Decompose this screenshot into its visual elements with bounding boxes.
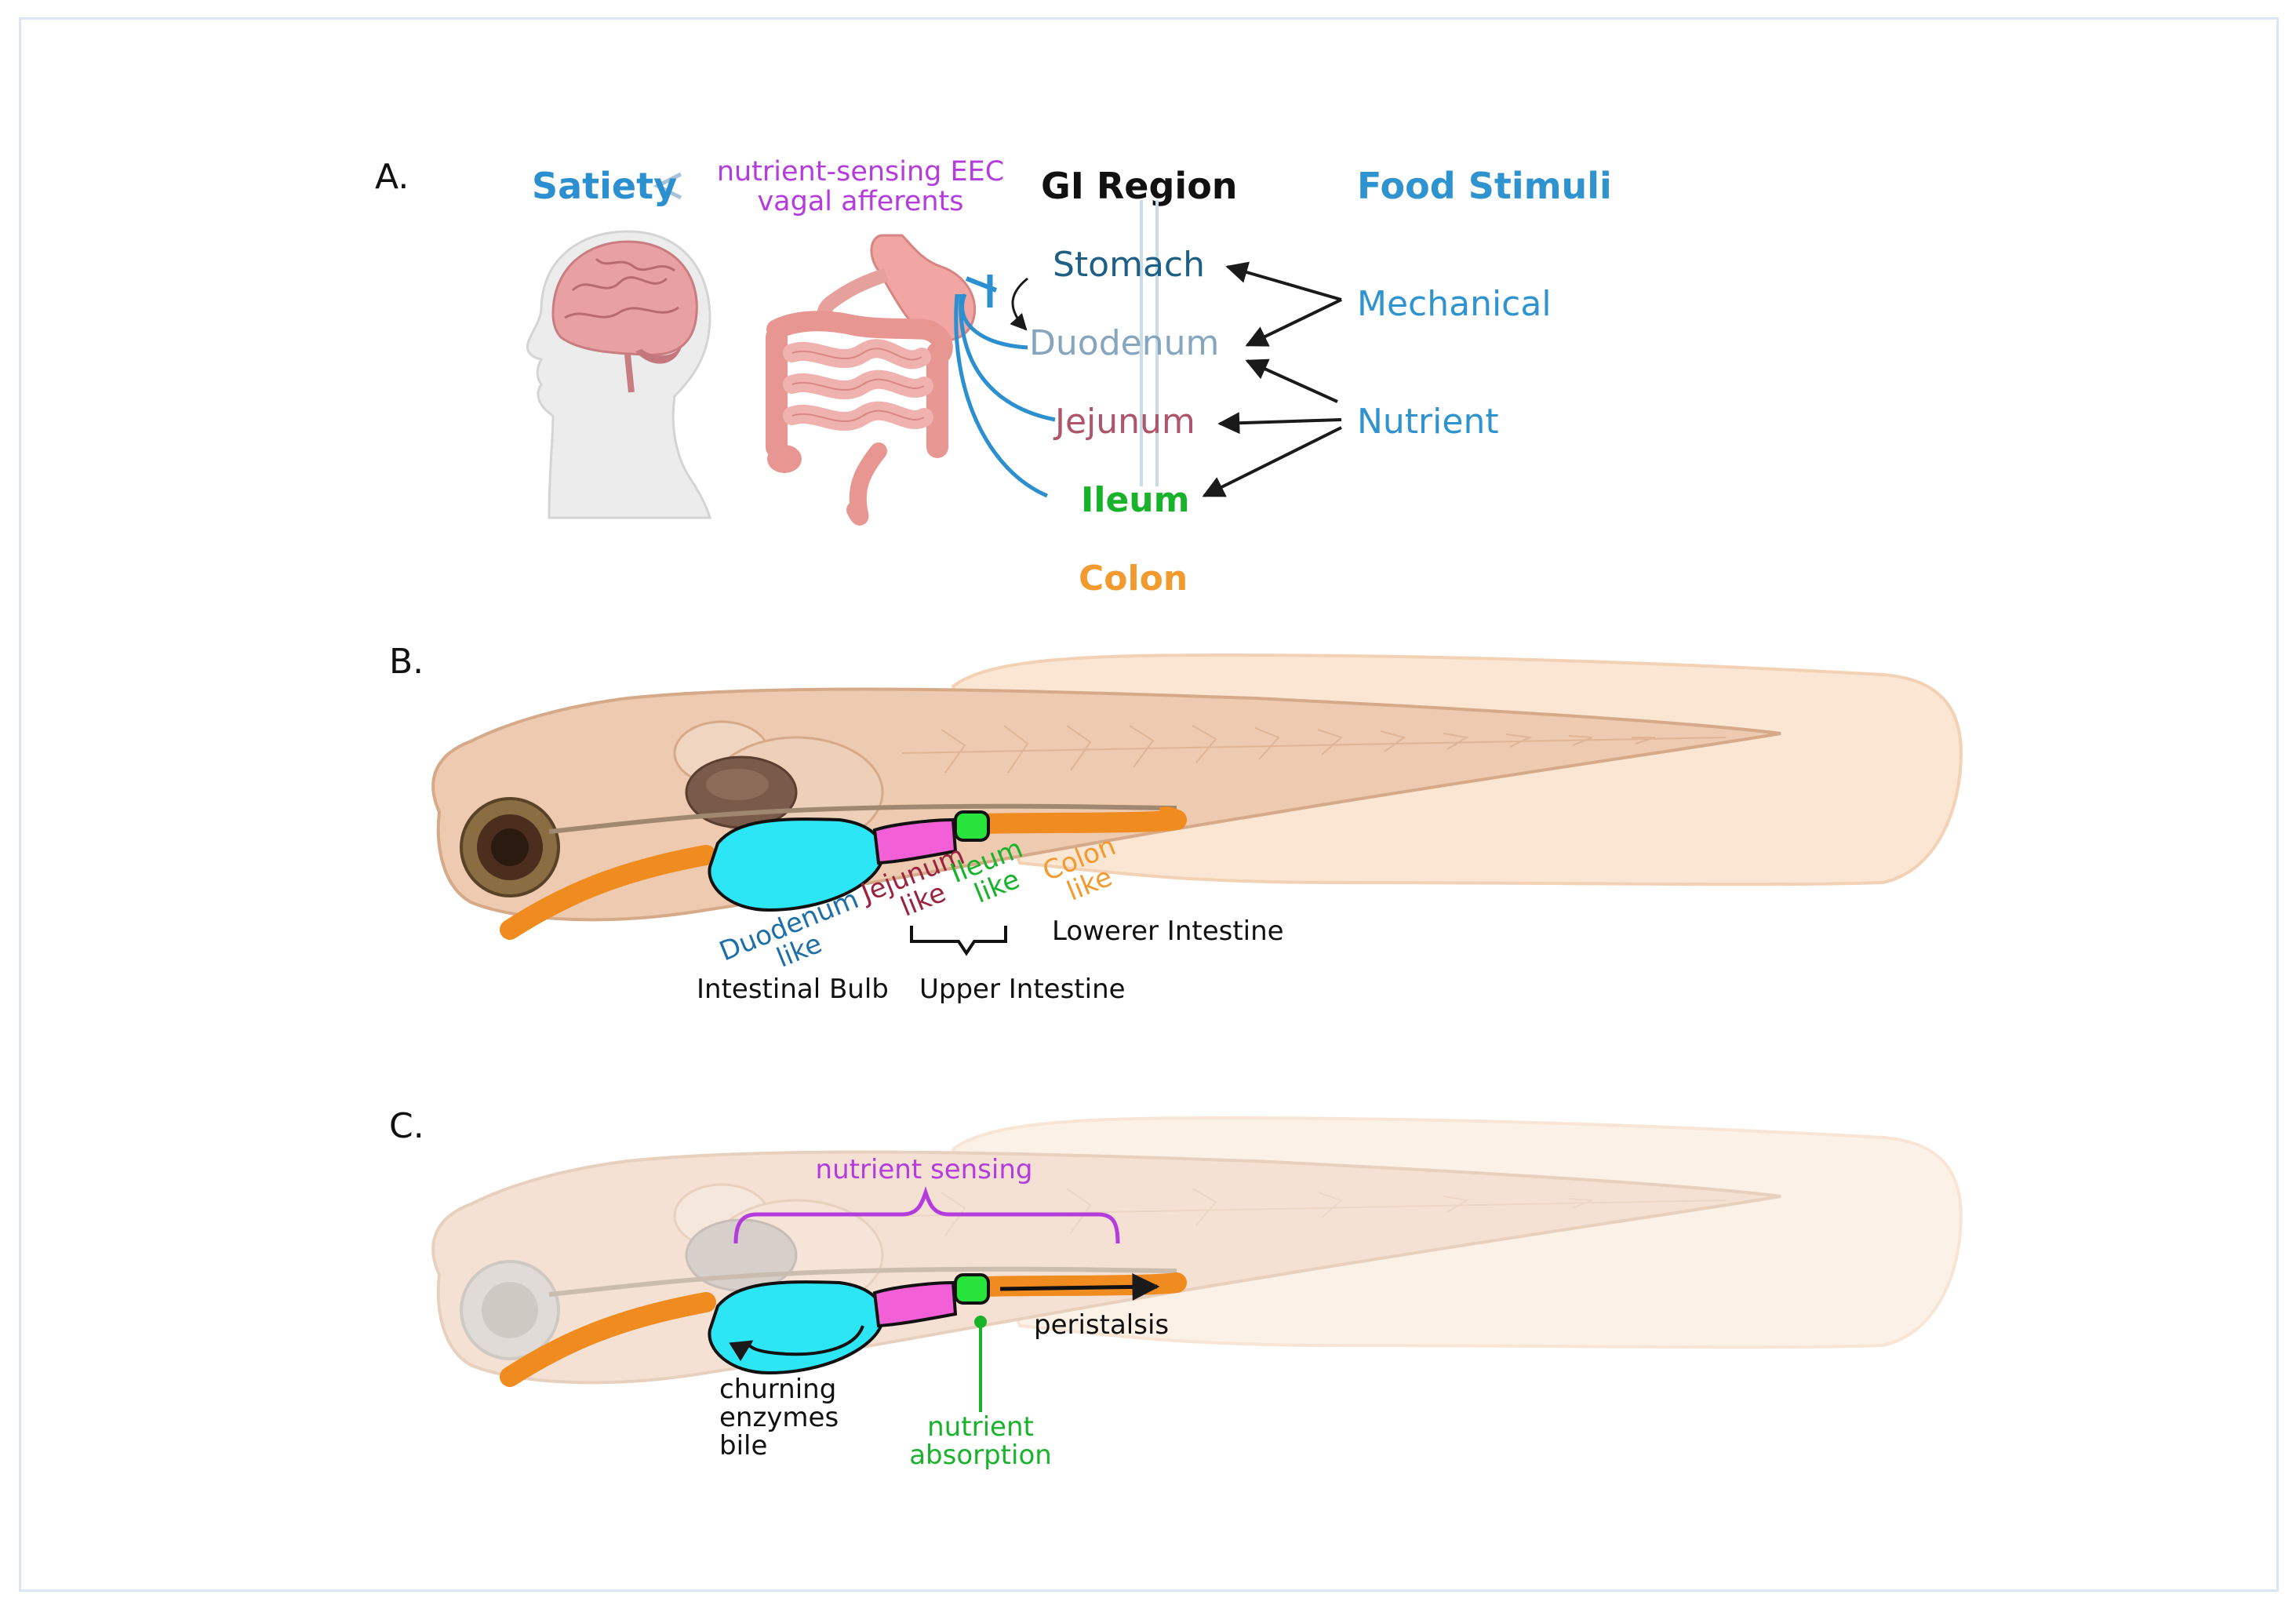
panel-a-label: A.	[375, 157, 409, 197]
nutrient-sensing-label: nutrient sensing	[816, 1154, 1033, 1185]
stomach-label: Stomach	[1053, 245, 1205, 285]
food-stimuli-label: Food Stimuli	[1357, 165, 1612, 207]
panel-b-label: B.	[389, 642, 424, 682]
ileum-label: Ileum	[1081, 480, 1189, 520]
stomach-to-duodenum-arrow	[1010, 277, 1028, 331]
mechanical-to-stomach-arrow	[1225, 261, 1342, 301]
signal-arrowhead	[653, 172, 682, 200]
stimulus-arrows	[1202, 261, 1342, 497]
nutrient-to-jejunum-arrow	[1217, 412, 1342, 435]
stomach-intestine-illustration	[766, 234, 977, 526]
panel-c: C.	[389, 1106, 1963, 1471]
nutrient-absorption-line1: nutrient	[927, 1411, 1034, 1443]
mechanical-to-duodenum-arrow	[1245, 298, 1342, 347]
lower-intestine-label: Lowerer Intestine	[1052, 916, 1284, 947]
upper-intestine-label: Upper Intestine	[919, 974, 1126, 1005]
nutrient-sensing-brace	[733, 1186, 1120, 1244]
enzymes-label: enzymes	[719, 1402, 839, 1433]
satiety-label: Satiety	[532, 165, 677, 207]
zebrafish-larva-b	[431, 653, 1963, 940]
panel-b: B.	[389, 642, 1963, 1005]
nutrient-absorption-line2: absorption	[909, 1440, 1052, 1471]
human-head-brain-illustration	[526, 230, 711, 519]
duodenum-feedback-curves	[954, 275, 1056, 498]
nutrient-to-duodenum-arrow	[1245, 359, 1338, 403]
nutrient-to-ileum-arrow	[1202, 426, 1342, 497]
panel-a: A. Satiety nutrient-sensing EEC vagal af…	[375, 156, 1612, 599]
zebrafish-larva-c	[431, 1116, 1963, 1385]
panel-c-label: C.	[389, 1106, 424, 1146]
peristalsis-label: peristalsis	[1034, 1309, 1169, 1341]
colon-label: Colon	[1079, 559, 1188, 599]
gut-c	[500, 1272, 1187, 1412]
upper-intestine-bracket	[910, 926, 1007, 956]
duodenum-label: Duodenum	[1029, 323, 1219, 363]
signal-label-line2: vagal afferents	[757, 186, 963, 217]
jejunum-label: Jejunum	[1053, 402, 1195, 442]
gi-region-label: GI Region	[1041, 165, 1238, 207]
nutrient-label: Nutrient	[1357, 402, 1499, 442]
bile-label: bile	[719, 1430, 767, 1462]
signal-label-line1: nutrient-sensing EEC	[717, 156, 1004, 187]
peristalsis-arrow	[999, 1272, 1160, 1301]
churning-arrow	[729, 1325, 864, 1362]
churning-label: churning	[719, 1374, 836, 1405]
intestinal-bulb-label: Intestinal Bulb	[697, 974, 889, 1005]
mechanical-label: Mechanical	[1357, 284, 1552, 324]
